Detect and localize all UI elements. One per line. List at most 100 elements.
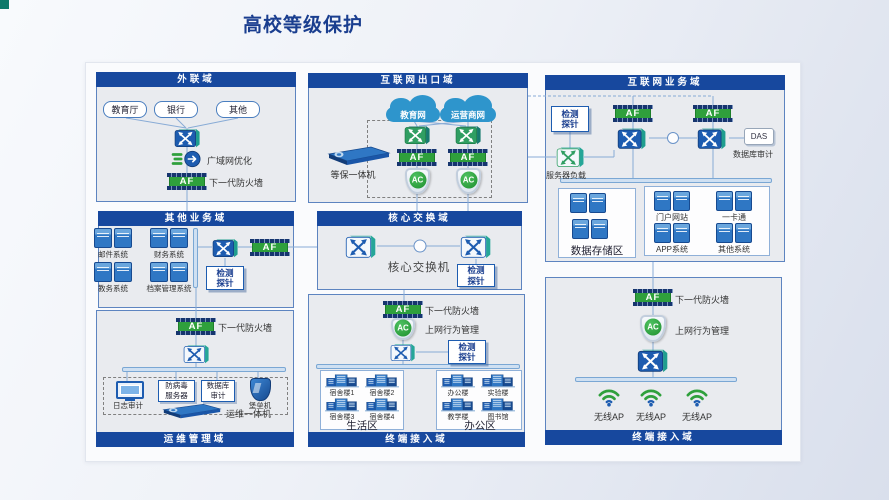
wan-optimizer-label: 广域网优化 xyxy=(207,156,253,166)
business-af-2-icon: AF xyxy=(693,104,733,122)
terminal-ac-label: 上网行为管理 xyxy=(425,325,480,335)
mail-server-pair xyxy=(94,228,132,248)
finance-server-pair xyxy=(150,228,188,248)
mail-system-label: 邮件系统 xyxy=(98,250,128,259)
ops-ngfw-label: 下一代防火墙 xyxy=(218,323,273,333)
business-af-1-icon: AF xyxy=(613,104,653,122)
portal-label: 门户网站 xyxy=(656,213,688,222)
other-system-label: 其他系统 xyxy=(718,245,750,254)
terminal-ngfw-label: 下一代防火墙 xyxy=(425,306,480,316)
storage-server-pair-1 xyxy=(570,193,606,213)
db-audit-label: 数据库审计 xyxy=(733,150,773,159)
carrier-cloud: 运营商网 xyxy=(440,95,496,123)
lab-building-label: 实验楼 xyxy=(487,390,509,397)
probe-box-core: 检测 探针 xyxy=(457,264,495,287)
terminal-af-icon: AF xyxy=(383,300,423,318)
external-switch-icon xyxy=(174,127,201,148)
log-audit-monitor-icon xyxy=(116,381,144,401)
core-switch-2-icon xyxy=(460,233,492,259)
terminal-switch-icon xyxy=(390,342,416,362)
wireless-ap-3-icon xyxy=(685,387,709,407)
wan-optimizer-icon xyxy=(171,150,203,168)
wireless-af-icon: AF xyxy=(633,288,673,306)
exit-af-1-icon: AF xyxy=(397,148,437,166)
other-box: 其他 xyxy=(216,101,260,118)
dengbao-appliance-label: 等保一体机 xyxy=(330,170,376,180)
office-area-label: 办公区 xyxy=(464,420,496,432)
storage-area-label: 数据存储区 xyxy=(570,245,624,257)
das-box: DAS xyxy=(744,128,774,145)
exit-ac-1-icon: AC xyxy=(405,168,430,194)
wireless-ap-1-label: 无线AP xyxy=(593,412,624,422)
page-title: 高校等级保护 xyxy=(243,15,364,36)
terminal-bus xyxy=(316,364,520,369)
zone-external-title: 外联域 xyxy=(96,72,296,87)
corner-accent xyxy=(0,0,9,9)
zone-internet-business-title: 互联网业务域 xyxy=(545,75,785,90)
antivirus-server-box: 防病毒 服务器 xyxy=(158,380,195,402)
log-audit-label: 日志审计 xyxy=(113,401,143,410)
onecard-label: 一卡通 xyxy=(722,213,746,222)
zone-other-business-title: 其他业务域 xyxy=(98,211,294,226)
storage-server-pair-2 xyxy=(572,219,608,239)
dorm1-label: 宿舍楼1 xyxy=(329,390,355,397)
wireless-ngfw-label: 下一代防火墙 xyxy=(675,295,730,305)
probe-box-terminal: 检测 探针 xyxy=(448,340,486,364)
wireless-switch-icon xyxy=(637,347,669,373)
core-switch-1-icon xyxy=(345,233,377,259)
academic-system-label: 教务系统 xyxy=(98,284,128,293)
dorm4-label: 宿舍楼4 xyxy=(369,414,395,421)
app-server-pair xyxy=(654,223,690,243)
archive-system-label: 档案管理系统 xyxy=(146,284,192,293)
zone-ops-mgmt-title: 运维管理域 xyxy=(96,432,294,447)
edu-dept-box: 教育厅 xyxy=(103,101,147,118)
wireless-ap-1-icon xyxy=(597,387,621,407)
lab-building-icon xyxy=(481,373,515,388)
other-business-af-icon: AF xyxy=(250,238,290,256)
exit-af-2-icon: AF xyxy=(448,148,488,166)
bastion-label: 堡垒机 xyxy=(248,401,272,410)
zone-terminal-access-wireless-title: 终端接入域 xyxy=(545,430,782,445)
exit-ac-2-icon: AC xyxy=(456,168,481,194)
dorm2-label: 宿舍楼2 xyxy=(369,390,395,397)
teaching-building-icon xyxy=(441,397,475,412)
library-label: 图书馆 xyxy=(487,414,509,421)
core-switch-label: 核心交换机 xyxy=(387,262,451,274)
business-switch-1-icon xyxy=(617,126,647,150)
wireless-ac-label: 上网行为管理 xyxy=(675,326,730,336)
terminal-ac-icon: AC xyxy=(391,318,415,340)
load-balancer-icon xyxy=(556,145,585,168)
dorm2-building-icon xyxy=(365,373,399,388)
wireless-ap-3-label: 无线AP xyxy=(681,412,712,422)
bank-box: 银行 xyxy=(154,101,198,118)
server-bus xyxy=(560,178,772,183)
library-building-icon xyxy=(481,397,515,412)
ops-af-icon: AF xyxy=(176,317,216,335)
db-audit-box: 数据库 审计 xyxy=(201,380,235,402)
probe-box-other-business: 检测 探针 xyxy=(206,266,244,290)
load-balancer-label: 服务器负载 xyxy=(546,171,586,180)
ops-appliance-icon xyxy=(161,402,223,419)
ops-switch-icon xyxy=(183,343,210,364)
portal-server-pair xyxy=(654,191,690,211)
edu-network-cloud: 教育网 xyxy=(386,95,440,123)
ngfw-label: 下一代防火墙 xyxy=(209,178,264,188)
office-building-icon xyxy=(441,373,475,388)
zone-terminal-access-wired-title: 终端接入域 xyxy=(308,432,525,447)
ops-bus xyxy=(122,367,286,372)
dorm3-building-icon xyxy=(325,397,359,412)
wireless-bus xyxy=(575,377,737,382)
teaching-building-label: 教学楼 xyxy=(447,414,469,421)
bastion-shield-icon xyxy=(250,378,271,401)
other-business-bus xyxy=(193,228,198,288)
dorm4-building-icon xyxy=(365,397,399,412)
office-building-label: 办公楼 xyxy=(447,390,469,397)
zone-core-switching-title: 核心交换域 xyxy=(317,211,522,226)
exit-switch-2-icon xyxy=(455,124,482,145)
finance-system-label: 财务系统 xyxy=(154,250,184,259)
other-business-switch-icon xyxy=(212,237,239,258)
other-server-pair xyxy=(716,223,752,243)
probe-box-internet: 检测 探针 xyxy=(551,106,589,132)
dorm3-label: 宿舍楼3 xyxy=(329,414,355,421)
onecard-server-pair xyxy=(716,191,752,211)
